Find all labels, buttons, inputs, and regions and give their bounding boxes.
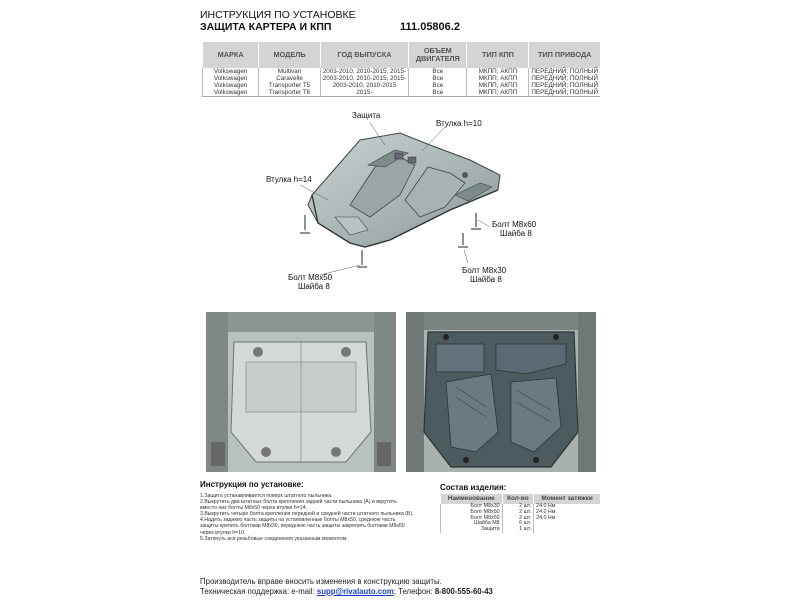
photo-underbody-after	[406, 312, 596, 472]
support-phone: 8-800-555-60-43	[434, 586, 493, 596]
instructions-list: 1.Защита устанавливается поверх штатного…	[200, 493, 435, 542]
label-bolt-m8x60: Болт М8х60	[492, 220, 537, 229]
list-item: 3.Выкрутить четыре болта крепления перед…	[200, 511, 414, 518]
disclaimer: Производитель вправе вносить изменения в…	[200, 577, 442, 586]
list-item: через втулки h=10.	[200, 529, 246, 536]
label-washer-8-c: Шайба 8	[470, 275, 502, 284]
table-row: Volkswagen Transporter T6 2015- Все МКПП…	[201, 89, 600, 97]
installation-diagram: Защита Втулка h=10 Втулка h=14 Болт М8х6…	[200, 105, 600, 305]
list-item: 1.Защита устанавливается поверх штатного…	[200, 493, 333, 499]
components-section: Состав изделия: Наименование Кол-во Моме…	[440, 483, 602, 533]
vehicle-spec-table: МАРКА МОДЕЛЬ ГОД ВЫПУСКА ОБЪЕМ ДВИГАТЕЛЯ…	[201, 42, 600, 97]
list-item: 4.Надеть заднюю часть защиты на установл…	[200, 517, 396, 524]
document-title: ИНСТРУКЦИЯ ПО УСТАНОВКЕ ЗАЩИТА КАРТЕРА И…	[200, 9, 356, 33]
table-row: Volkswagen Transporter T5 2003-2010, 201…	[201, 82, 600, 89]
components-table: Наименование Кол-во Момент затяжки Болт …	[440, 494, 600, 533]
label-washer-8-b: Шайба 8	[298, 282, 330, 291]
table-row: Volkswagen Caravelle 2003-2010, 2010-201…	[201, 75, 600, 82]
support-line: Техническая поддержка: e-mail: supp@riva…	[200, 587, 493, 597]
installation-instructions: Инструкция по установке: 1.Защита устана…	[200, 480, 435, 542]
col-qty: Кол-во	[501, 494, 534, 504]
table-row: Шайба М8 6 шт.	[440, 521, 600, 528]
col-drive: ТИП ПРИВОДА	[528, 42, 600, 68]
col-gearbox: ТИП КПП	[466, 42, 529, 68]
col-torque: Момент затяжки	[533, 494, 600, 504]
col-year: ГОД ВЫПУСКА	[319, 42, 409, 68]
title-line-1: ИНСТРУКЦИЯ ПО УСТАНОВКЕ	[200, 9, 356, 21]
phone-label: ; Телефон:	[393, 586, 433, 596]
col-engine: ОБЪЕМ ДВИГАТЕЛЯ	[408, 42, 467, 68]
label-bolt-m8x30: Болт М8х30	[462, 266, 507, 275]
label-bushing-h14: Втулка h=14	[266, 175, 312, 184]
table-row: Болт М8х60 2 шт. 24.0 Нм	[440, 515, 600, 522]
label-bushing-h10: Втулка h=10	[436, 119, 482, 128]
footer: Производитель вправе вносить изменения в…	[200, 577, 493, 597]
photo-underbody-before	[206, 312, 396, 472]
components-title: Состав изделия:	[440, 483, 507, 492]
skid-plate-drawing	[299, 122, 501, 276]
col-name: Наименование	[440, 494, 503, 504]
article-number: 111.05806.2	[400, 21, 460, 33]
list-item: защиты крепить болтами М8х30, переднюю ч…	[200, 523, 405, 530]
title-line-2: ЗАЩИТА КАРТЕРА И КПП	[200, 21, 332, 33]
list-item: 2.Выкрутить два штатных болта крепления …	[200, 499, 397, 506]
instructions-title: Инструкция по установке:	[200, 480, 304, 489]
list-item: 5.Затянуть все резьбовые соединения указ…	[200, 535, 348, 542]
label-bolt-m8x50: Болт М8х50	[288, 273, 333, 282]
col-make: МАРКА	[201, 42, 259, 68]
support-email-link[interactable]: supp@rivalauto.com	[316, 586, 394, 596]
label-washer-8-a: Шайба 8	[500, 229, 532, 238]
table-row: Volkswagen Multivan 2003-2010, 2010-2015…	[201, 68, 600, 75]
col-model: МОДЕЛЬ	[258, 42, 321, 68]
table-row: Болт М8х50 2 шт. 24.0 Нм	[440, 509, 600, 516]
table-row: Болт М8х30 2 шт. 24.0 Нм	[440, 503, 600, 510]
table-row: Защита 1 шт.	[440, 526, 600, 533]
list-item: вместо них болты М8х50 через втулки h=14…	[200, 505, 307, 512]
support-label: Техническая поддержка: e-mail:	[200, 586, 315, 596]
label-shield: Защита	[352, 111, 381, 120]
